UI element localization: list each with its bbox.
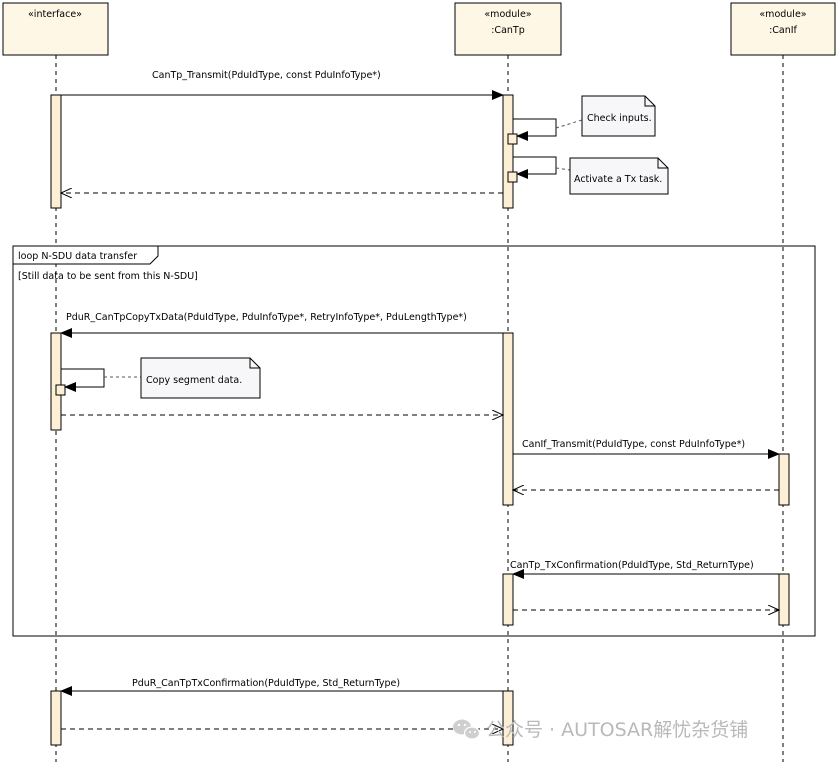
loop-frame-border <box>12 245 816 637</box>
note-activate-task: Activate a Tx task. <box>555 157 669 195</box>
message-copy-tx-data-label: PduR_CanTpCopyTxData(PduIdType, PduInfoT… <box>66 312 467 323</box>
activation-cantp-check <box>507 133 518 145</box>
note-check-inputs-text: Check inputs. <box>587 113 652 124</box>
lifeline-canif: «module» :CanIf <box>730 2 836 762</box>
wechat-icon <box>453 719 481 740</box>
activation-interface-2 <box>50 332 62 431</box>
loop-frame-tab <box>12 245 159 265</box>
message-tx-confirmation-label: CanTp_TxConfirmation(PduIdType, Std_Retu… <box>510 560 754 571</box>
note-activate-task-box <box>569 157 669 195</box>
note-check-inputs-box <box>581 95 656 137</box>
activation-cantp-1 <box>502 94 514 209</box>
note-activate-task-text: Activate a Tx task. <box>574 174 662 185</box>
note-activate-task-fold <box>657 158 668 169</box>
message-copy-tx-data: PduR_CanTpCopyTxData(PduIdType, PduInfoT… <box>60 312 503 338</box>
message-cantp-transmit-label: CanTp_Transmit(PduIdType, const PduInfoT… <box>152 70 381 81</box>
loop-frame-label: loop N-SDU data transfer <box>18 251 137 262</box>
watermark: 公众号 · AUTOSAR解忧杂货铺 <box>453 719 748 741</box>
note-copy-segment-fold <box>249 358 260 369</box>
lifeline-name-canif: :CanIf <box>769 25 797 36</box>
lifeline-head-interface[interactable] <box>2 2 109 56</box>
message-canif-transmit: CanIf_Transmit(PduIdType, const PduInfoT… <box>513 439 780 459</box>
watermark-text: 公众号 · AUTOSAR解忧杂货铺 <box>486 719 748 741</box>
self-call-activate-task <box>513 156 557 179</box>
lifeline-stereotype-interface: «interface» <box>28 9 82 20</box>
activation-cantp-3 <box>502 573 514 626</box>
activation-canif-2 <box>778 573 790 626</box>
activation-canif-1 <box>778 453 790 506</box>
lifeline-stereotype-canif: «module» <box>759 9 806 20</box>
message-pdur-tx-confirmation-label: PduR_CanTpTxConfirmation(PduIdType, Std_… <box>132 678 400 689</box>
activation-cantp-2 <box>502 332 514 506</box>
activation-cantp-activate <box>507 171 518 183</box>
lifeline-head-canif[interactable] <box>730 2 836 56</box>
loop-frame: loop N-SDU data transfer [Still data to … <box>12 245 816 637</box>
message-canif-transmit-label: CanIf_Transmit(PduIdType, const PduInfoT… <box>522 439 745 450</box>
note-check-inputs-fold <box>644 96 655 107</box>
activation-interface-1 <box>50 94 62 209</box>
activation-cantp-4 <box>502 690 514 746</box>
message-pdur-tx-confirmation: PduR_CanTpTxConfirmation(PduIdType, Std_… <box>60 678 503 696</box>
note-check-inputs-link <box>555 119 583 129</box>
message-tx-confirmation: CanTp_TxConfirmation(PduIdType, Std_Retu… <box>510 560 779 579</box>
lifeline-head-cantp[interactable] <box>454 2 562 56</box>
lifeline-stereotype-cantp: «module» <box>484 9 531 20</box>
note-activate-task-link <box>555 167 571 171</box>
self-call-check-inputs <box>513 118 557 141</box>
lifeline-name-cantp: :CanTp <box>491 25 525 36</box>
note-copy-segment-text: Copy segment data. <box>146 375 242 386</box>
note-check-inputs: Check inputs. <box>555 95 656 137</box>
self-call-copy-segment <box>61 368 105 392</box>
activation-interface-3 <box>50 690 62 746</box>
note-copy-segment: Copy segment data. <box>104 357 261 399</box>
message-cantp-transmit: CanTp_Transmit(PduIdType, const PduInfoT… <box>61 70 504 100</box>
loop-guard: [Still data to be sent from this N-SDU] <box>18 271 198 282</box>
note-copy-segment-box <box>140 357 261 399</box>
activation-interface-copy <box>55 384 66 396</box>
